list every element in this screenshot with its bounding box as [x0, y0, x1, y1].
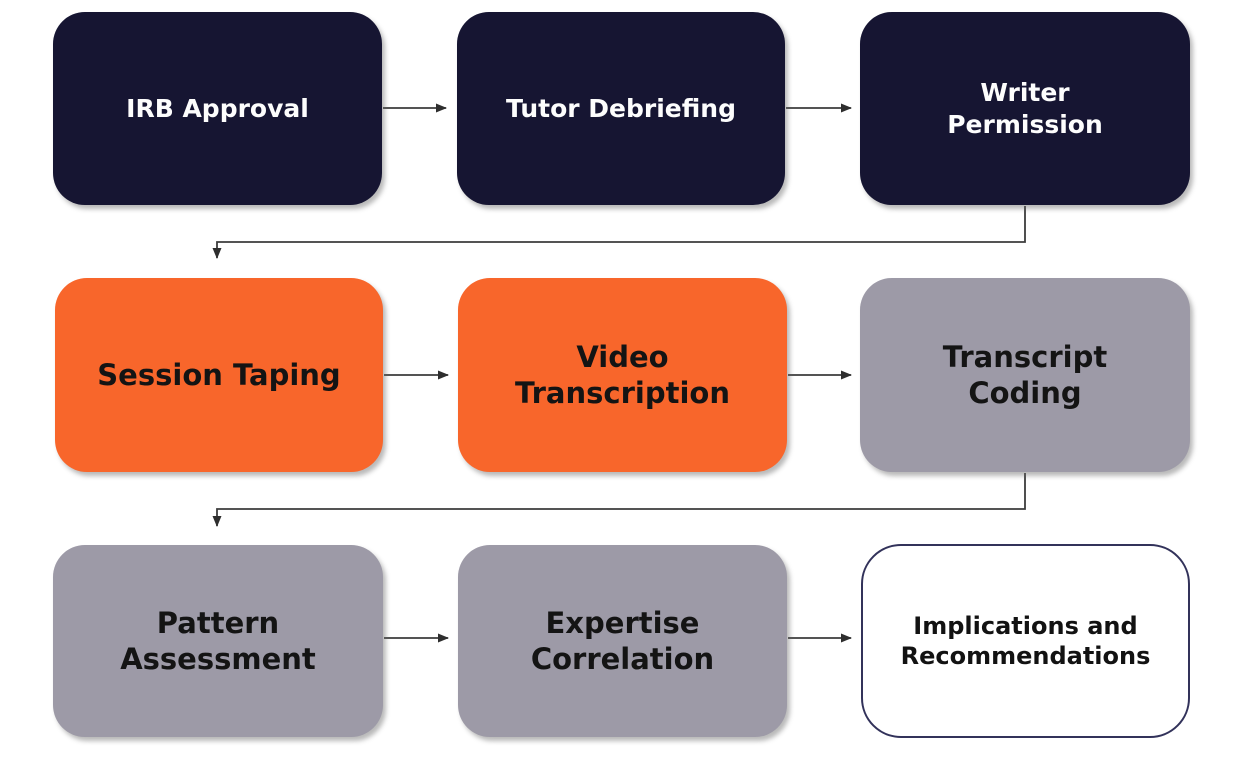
flow-node-label: Pattern Assessment	[120, 605, 316, 676]
flow-node-label: Tutor Debriefing	[506, 93, 736, 123]
arrow-transcript-to-pattern	[212, 473, 1026, 527]
flow-node-expertise-correlation: Expertise Correlation	[458, 545, 787, 737]
flow-node-label: IRB Approval	[126, 93, 309, 123]
flow-node-irb-approval: IRB Approval	[53, 12, 382, 205]
flow-node-label: Transcript Coding	[942, 339, 1108, 410]
flow-node-tutor-debriefing: Tutor Debriefing	[457, 12, 785, 205]
flow-node-transcript-coding: Transcript Coding	[860, 278, 1190, 472]
flow-node-label: Implications and Recommendations	[900, 612, 1151, 670]
arrow-writer-to-session	[212, 206, 1026, 259]
flow-node-writer-permission: Writer Permission	[860, 12, 1190, 205]
flow-node-pattern-assessment: Pattern Assessment	[53, 545, 383, 737]
flow-node-label: Writer Permission	[947, 78, 1103, 139]
flow-node-video-transcription: Video Transcription	[458, 278, 787, 472]
flow-node-implications-recommendations: Implications and Recommendations	[861, 544, 1190, 738]
flow-node-label: Video Transcription	[515, 339, 730, 410]
flow-node-session-taping: Session Taping	[55, 278, 383, 472]
flow-node-label: Session Taping	[97, 357, 341, 392]
flow-node-label: Expertise Correlation	[530, 605, 715, 676]
